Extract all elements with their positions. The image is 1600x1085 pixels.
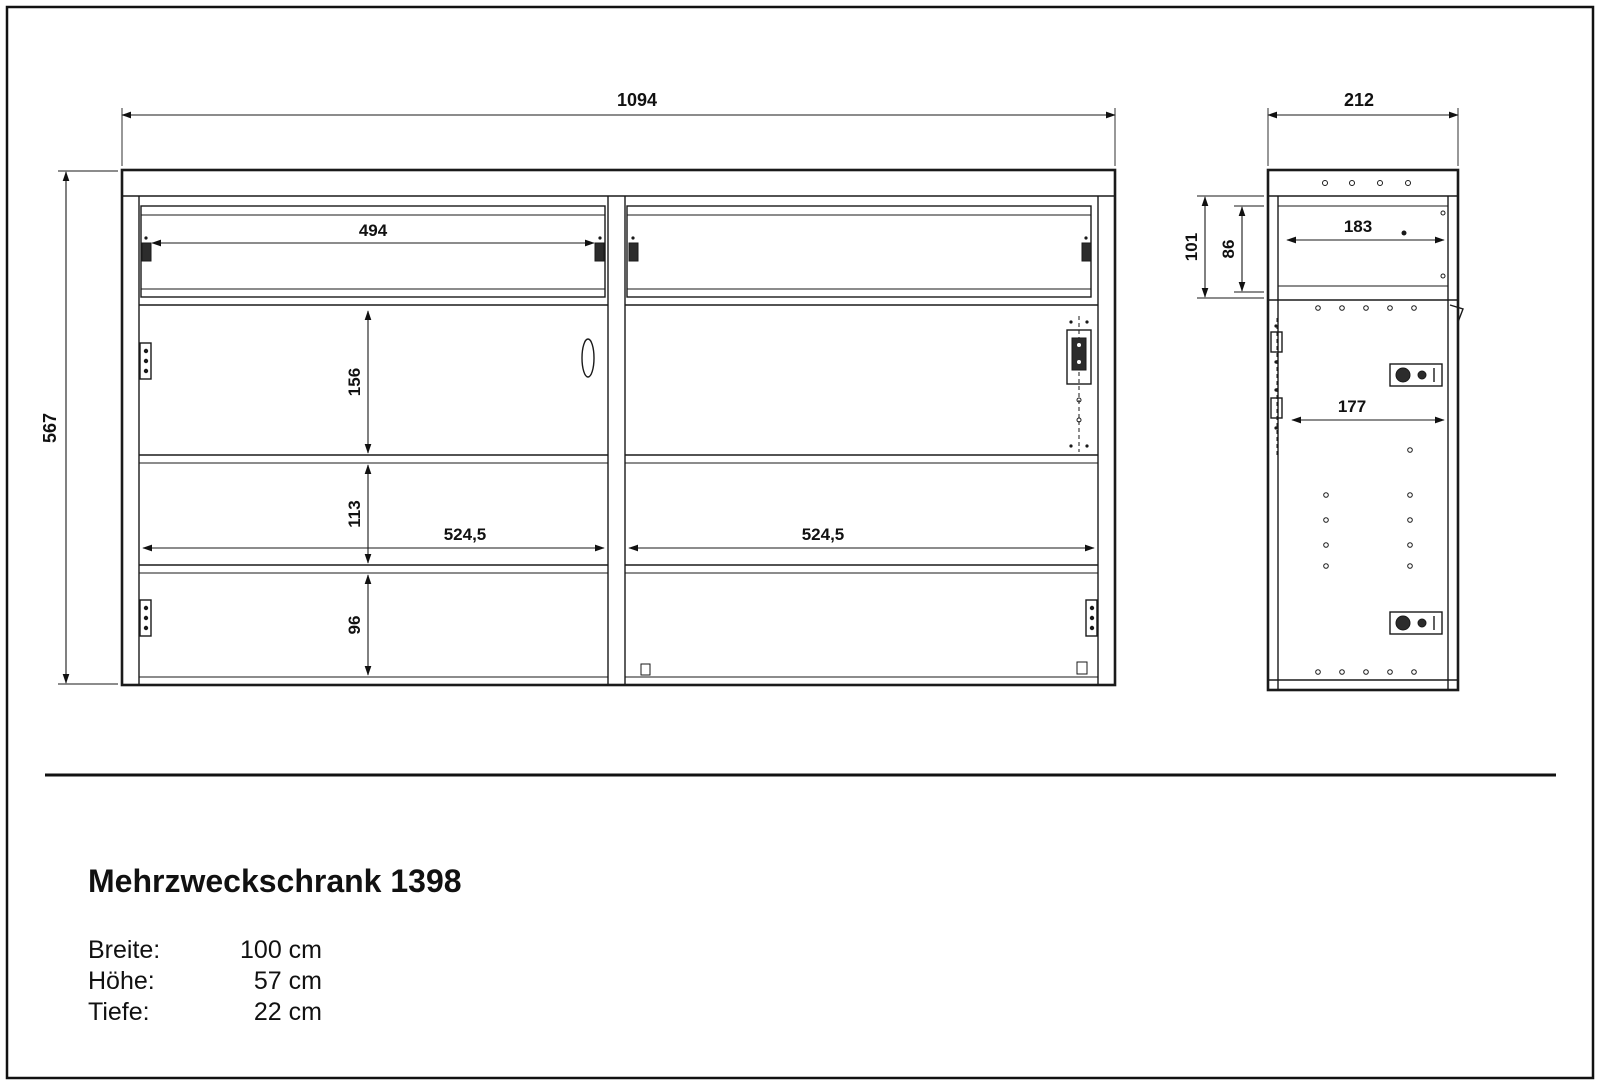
hinge-left-top-icon (139, 342, 152, 380)
dim-compartment-bottom: 96 (345, 616, 364, 635)
left-drawer (140, 205, 606, 298)
dim-drawer-width: 494 (359, 221, 388, 240)
door-edge-strip-icon (1270, 318, 1283, 455)
hinge-mount-cluster-icon (1066, 316, 1092, 452)
drawer-slide-icon (594, 242, 605, 262)
dim-drawer-depth: 183 (1344, 217, 1372, 236)
hinge-side-bottom-icon (1389, 611, 1443, 635)
spec-value-breite: 100 cm (240, 936, 322, 964)
spec-value-tiefe: 22 cm (254, 998, 322, 1026)
hinge-left-bottom-icon (139, 599, 152, 637)
hinge-side-top-icon (1389, 363, 1443, 387)
dim-interior-depth: 177 (1338, 397, 1366, 416)
right-drawer (626, 205, 1092, 298)
dim-drawer-front: 86 (1219, 240, 1238, 259)
door-handle-icon (581, 338, 595, 378)
bottom-fitting-icon (640, 663, 651, 676)
bottom-fitting-icon (1076, 661, 1088, 675)
drawer-slide-icon (1081, 242, 1092, 262)
dim-section-right: 524,5 (802, 525, 845, 544)
dim-compartment-top: 156 (345, 368, 364, 396)
side-dimensions: 212 101 86 183 177 (1182, 90, 1459, 424)
spec-value-hoehe: 57 cm (254, 967, 322, 995)
spec-label-hoehe: Höhe: (88, 967, 155, 995)
product-title: Mehrzweckschrank 1398 (88, 863, 462, 899)
dim-drawer-zone: 101 (1182, 233, 1201, 261)
dim-overall-depth: 212 (1344, 90, 1374, 110)
spec-label-tiefe: Tiefe: (88, 998, 150, 1026)
front-dimensions: 1094 567 494 156 113 96 524,5 524,5 (40, 90, 1116, 685)
page-border (5, 5, 1595, 1080)
dim-overall-width: 1094 (617, 90, 657, 110)
drawer-slide-icon (141, 242, 152, 262)
side-view (1266, 168, 1464, 692)
dim-section-left: 524,5 (444, 525, 487, 544)
spec-label-breite: Breite: (88, 936, 160, 964)
footer: Mehrzweckschrank 1398 Breite: 100 cm Höh… (45, 773, 1556, 1026)
dim-compartment-middle: 113 (345, 500, 364, 527)
hinge-right-bottom-icon (1085, 599, 1098, 637)
hanger-hook-icon (1449, 304, 1464, 323)
drawer-slide-icon (628, 242, 639, 262)
front-view (120, 168, 1117, 687)
dim-overall-height: 567 (40, 413, 60, 443)
